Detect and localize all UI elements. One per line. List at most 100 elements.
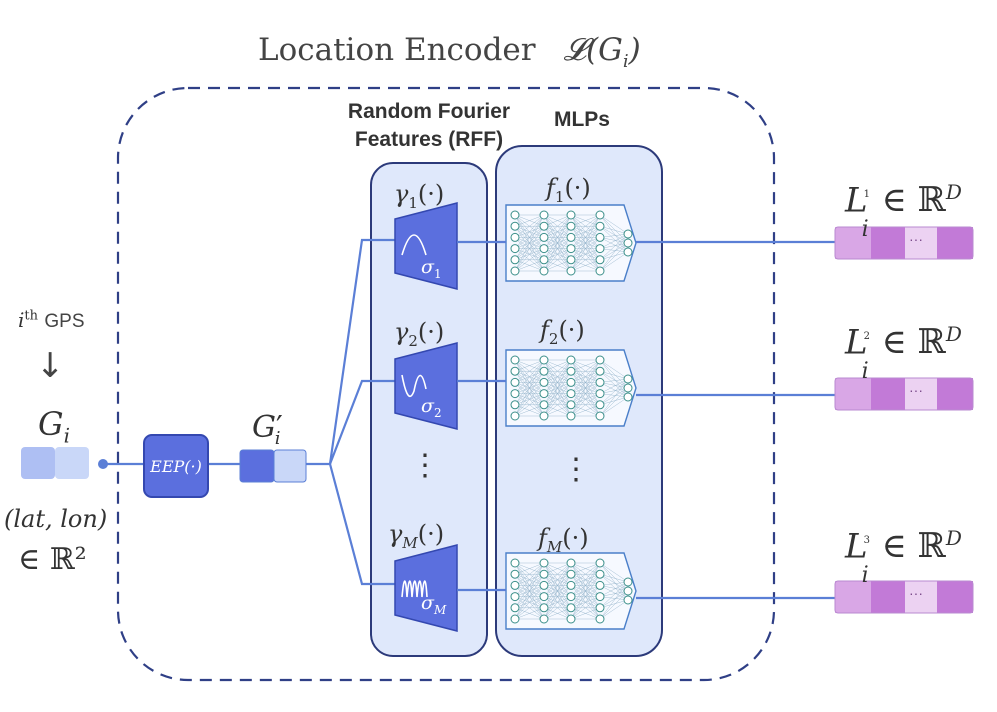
gps-label: ith GPS bbox=[18, 308, 85, 332]
network-edge bbox=[599, 237, 629, 244]
output-cell bbox=[835, 378, 871, 410]
network-edge bbox=[599, 359, 629, 380]
network-edge bbox=[514, 259, 545, 272]
network-edge bbox=[599, 233, 629, 272]
network-edge bbox=[599, 387, 629, 406]
network-edge bbox=[514, 214, 545, 260]
output-cell bbox=[871, 581, 905, 613]
network-node bbox=[595, 266, 605, 276]
network-edge bbox=[543, 393, 572, 417]
network-node bbox=[539, 400, 549, 410]
network-edge bbox=[599, 382, 629, 398]
network-edge bbox=[514, 359, 545, 417]
network-edge bbox=[570, 562, 601, 597]
sigma-1-label: σ1 bbox=[421, 256, 442, 281]
network-node bbox=[623, 577, 633, 587]
network-edge bbox=[543, 404, 572, 417]
output-cell bbox=[905, 227, 937, 259]
network-node bbox=[623, 238, 633, 248]
network-edge bbox=[543, 226, 572, 272]
network-edge bbox=[514, 371, 545, 417]
network-edge bbox=[599, 581, 629, 586]
network-edge bbox=[543, 359, 572, 394]
wave-icon bbox=[401, 580, 428, 598]
network-node bbox=[510, 210, 520, 220]
network-edge bbox=[599, 585, 629, 592]
rff-vdots: ⋮ bbox=[410, 448, 440, 483]
output-cell bbox=[871, 378, 905, 410]
network-edge bbox=[570, 382, 601, 417]
network-node bbox=[595, 255, 605, 265]
network-node bbox=[510, 580, 520, 590]
network-node bbox=[566, 255, 576, 265]
network-node bbox=[510, 232, 520, 242]
network-edge bbox=[599, 396, 629, 417]
network-edge bbox=[514, 214, 545, 227]
network-node bbox=[539, 266, 549, 276]
network-edge bbox=[514, 359, 545, 405]
network-edge bbox=[543, 259, 572, 272]
mlp-network-1 bbox=[505, 204, 637, 282]
network-node bbox=[539, 232, 549, 242]
network-node bbox=[566, 603, 576, 613]
network-edge bbox=[599, 581, 629, 620]
rff-header-line1: Random Fourier bbox=[347, 100, 511, 123]
network-node bbox=[566, 266, 576, 276]
fanout-lines bbox=[306, 238, 395, 586]
network-edge bbox=[514, 607, 545, 620]
network-edge bbox=[570, 259, 601, 272]
network-node bbox=[595, 221, 605, 231]
network-node bbox=[595, 569, 605, 579]
network-edge bbox=[543, 214, 572, 238]
network-node bbox=[539, 366, 549, 376]
network-node bbox=[566, 210, 576, 220]
network-edge bbox=[543, 214, 572, 249]
network-node bbox=[595, 355, 605, 365]
network-edge bbox=[599, 562, 629, 583]
network-edge bbox=[570, 562, 601, 586]
network-edge bbox=[514, 248, 545, 272]
network-node bbox=[539, 592, 549, 602]
network-edge bbox=[599, 599, 629, 609]
network-node bbox=[510, 400, 520, 410]
rff-block-2 bbox=[394, 342, 458, 430]
network-edge bbox=[514, 404, 545, 417]
network-node bbox=[510, 614, 520, 624]
network-edge bbox=[599, 233, 629, 260]
network-edge bbox=[514, 237, 545, 272]
network-edge bbox=[543, 237, 572, 272]
f-2-label: f2(·) bbox=[540, 316, 585, 348]
network-edge bbox=[543, 596, 572, 620]
network-node bbox=[566, 400, 576, 410]
network-node bbox=[510, 558, 520, 568]
network-edge bbox=[599, 393, 629, 398]
network-edge bbox=[543, 371, 572, 417]
network-node bbox=[510, 411, 520, 421]
down-arrow-icon: ↓ bbox=[36, 346, 65, 386]
network-edge bbox=[599, 251, 629, 272]
network-edge bbox=[599, 581, 629, 597]
network-edge bbox=[514, 562, 545, 586]
network-node bbox=[510, 221, 520, 231]
output-cell bbox=[937, 227, 973, 259]
network-node bbox=[566, 558, 576, 568]
gamma-1-label: γ1(·) bbox=[394, 180, 445, 212]
network-edge bbox=[514, 562, 545, 620]
output-cell bbox=[835, 581, 871, 613]
network-node bbox=[566, 592, 576, 602]
network-edge bbox=[599, 573, 629, 583]
network-node bbox=[539, 244, 549, 254]
network-node bbox=[510, 569, 520, 579]
network-node bbox=[510, 266, 520, 276]
network-node bbox=[566, 221, 576, 231]
network-edge bbox=[599, 242, 629, 272]
network-edge bbox=[543, 359, 572, 372]
network-edge bbox=[599, 378, 629, 417]
network-edge bbox=[599, 233, 629, 238]
network-edge bbox=[514, 359, 545, 383]
network-edge bbox=[543, 359, 572, 417]
network-edge bbox=[514, 393, 545, 417]
network-edge bbox=[599, 378, 629, 383]
network-edge bbox=[543, 214, 572, 272]
